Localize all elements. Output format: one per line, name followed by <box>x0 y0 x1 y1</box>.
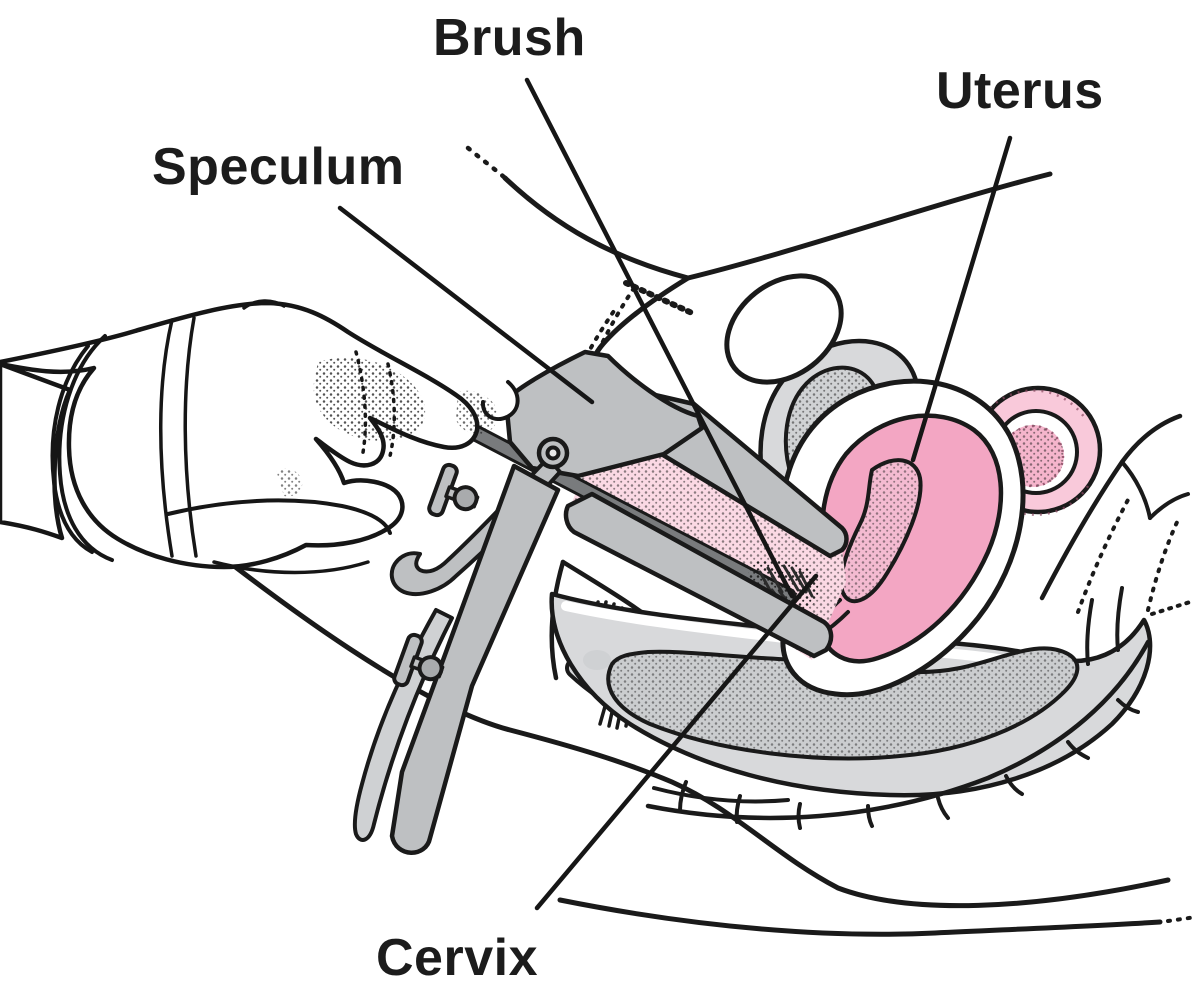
sacrococcygeal-joint-1 <box>1085 598 1094 666</box>
tailbone <box>645 586 1192 830</box>
uterus-label: Uterus <box>936 62 1104 120</box>
bladder <box>724 273 844 385</box>
gloved-hand <box>0 299 520 575</box>
glove-cuff-hand-crease-1 <box>159 318 174 558</box>
speculum-handle <box>389 463 561 855</box>
leader-lines <box>337 77 1013 911</box>
sacrum-line <box>1039 413 1183 601</box>
speculum-tool <box>352 349 849 855</box>
knuckle-line <box>242 299 286 310</box>
glove-cuff-hand-crease-2 <box>183 316 198 558</box>
glove-shading-1 <box>313 357 426 442</box>
coccyx-dotted <box>1150 600 1192 616</box>
rectum-content-stipple <box>608 648 1078 759</box>
coccyx-curve <box>645 639 1151 821</box>
glove-cuff-edge-outer <box>57 334 114 562</box>
sacrum-dotted-2 <box>1146 518 1180 612</box>
thumb-line <box>166 498 392 535</box>
abdomen-contour <box>502 171 1053 281</box>
sacrum-branch-2 <box>1148 492 1190 520</box>
uterus-cavity-stipple <box>841 460 921 602</box>
coccyx-inner-curve <box>652 786 790 804</box>
abdomen-contour-dotted <box>465 145 507 180</box>
thumbscrew-lower <box>392 632 445 688</box>
speculum-label: Speculum <box>152 138 405 196</box>
brush-label: Brush <box>433 9 586 67</box>
buttock-contour <box>157 505 1171 909</box>
glove-shading-2 <box>456 390 498 435</box>
ovary-core-edge <box>1001 424 1065 488</box>
uterus <box>779 378 1026 698</box>
sacrum <box>1039 413 1190 614</box>
labels: Brush Uterus Speculum Cervix <box>152 9 1104 987</box>
thumbscrew-upper <box>427 462 480 518</box>
sacrum-branch-1 <box>1120 460 1152 520</box>
glove-shading-3 <box>276 468 303 497</box>
speculum-lower-blade <box>563 491 834 659</box>
speculum-leader-line <box>337 205 595 405</box>
tube-stipple-arc-1 <box>989 389 1088 421</box>
blade-heel <box>583 650 611 670</box>
uterus-leader-line <box>910 135 1013 463</box>
cervix-leader-line <box>534 573 819 911</box>
sacrococcygeal-joint-2 <box>1115 586 1124 652</box>
thumb-crease <box>212 560 370 575</box>
thigh-contour <box>557 897 1163 937</box>
glove-cuff-edge-inner <box>50 344 94 554</box>
pivot-screw-center <box>545 445 561 461</box>
thigh-contour-dotted <box>1166 915 1198 923</box>
brush-leader-line <box>524 77 795 599</box>
cervix-label: Cervix <box>376 929 538 987</box>
